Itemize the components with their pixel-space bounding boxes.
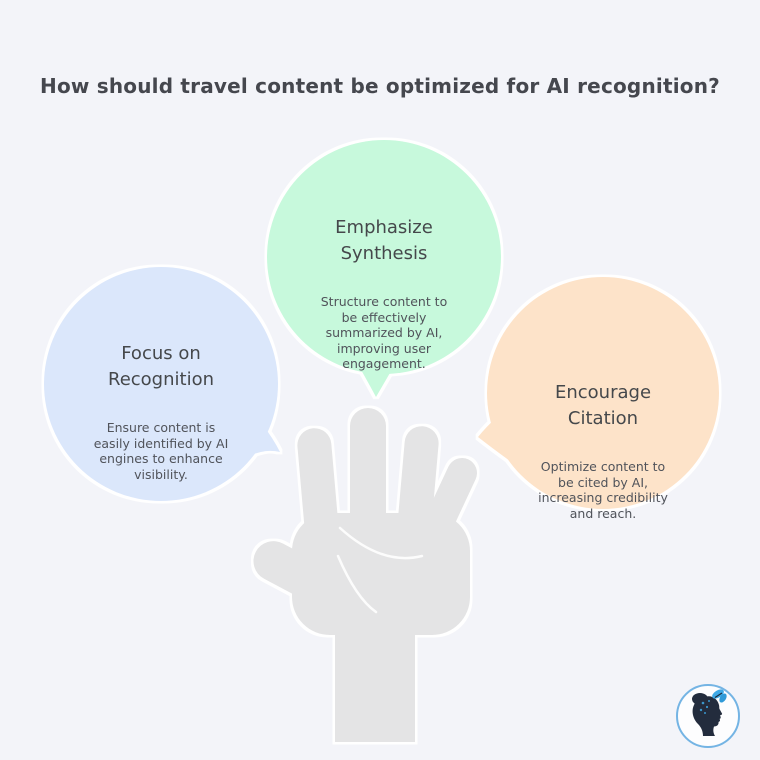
hand-index-finger	[297, 428, 341, 568]
bubble-circle	[267, 140, 501, 374]
hand-thumb	[253, 541, 356, 614]
hair-speckles	[699, 700, 710, 714]
bubble-body: Structure content to be effectively summ…	[320, 294, 448, 371]
bubble-body: Ensure content is easily identified by A…	[93, 420, 229, 482]
bubble-encourage-citation: Encourage Citation Optimize content to b…	[489, 361, 717, 540]
palm-crease	[338, 526, 424, 560]
bubble-circle	[487, 277, 719, 509]
woman-head-silhouette	[692, 696, 723, 736]
bubble-focus-recognition: Focus on Recognition Ensure content is e…	[49, 322, 273, 501]
bubble-circle	[44, 267, 278, 501]
palm-crease	[336, 554, 378, 614]
bubble-shape-citation	[478, 277, 719, 509]
hand-pinky-finger	[411, 458, 477, 566]
bubble-emphasize-synthesis: Emphasize Synthesis Structure content to…	[270, 196, 498, 391]
bubble-body: Optimize content to be cited by AI, incr…	[538, 459, 668, 521]
hand-middle-finger	[350, 408, 386, 560]
bubble-shape-synthesis	[267, 140, 501, 397]
palm-creases	[336, 526, 424, 614]
bubble-shape-recognition	[44, 267, 280, 501]
hair-bun	[692, 693, 708, 705]
woman-head-butterfly-logo-icon	[676, 684, 740, 748]
bubble-heading: Encourage Citation	[554, 382, 652, 429]
butterfly-icon	[712, 689, 727, 703]
page-title: How should travel content be optimized f…	[40, 74, 720, 98]
bubble-heading: Focus on Recognition	[108, 343, 214, 390]
bubble-heading: Emphasize Synthesis	[335, 217, 433, 264]
open-palm-hand-icon	[253, 408, 477, 742]
